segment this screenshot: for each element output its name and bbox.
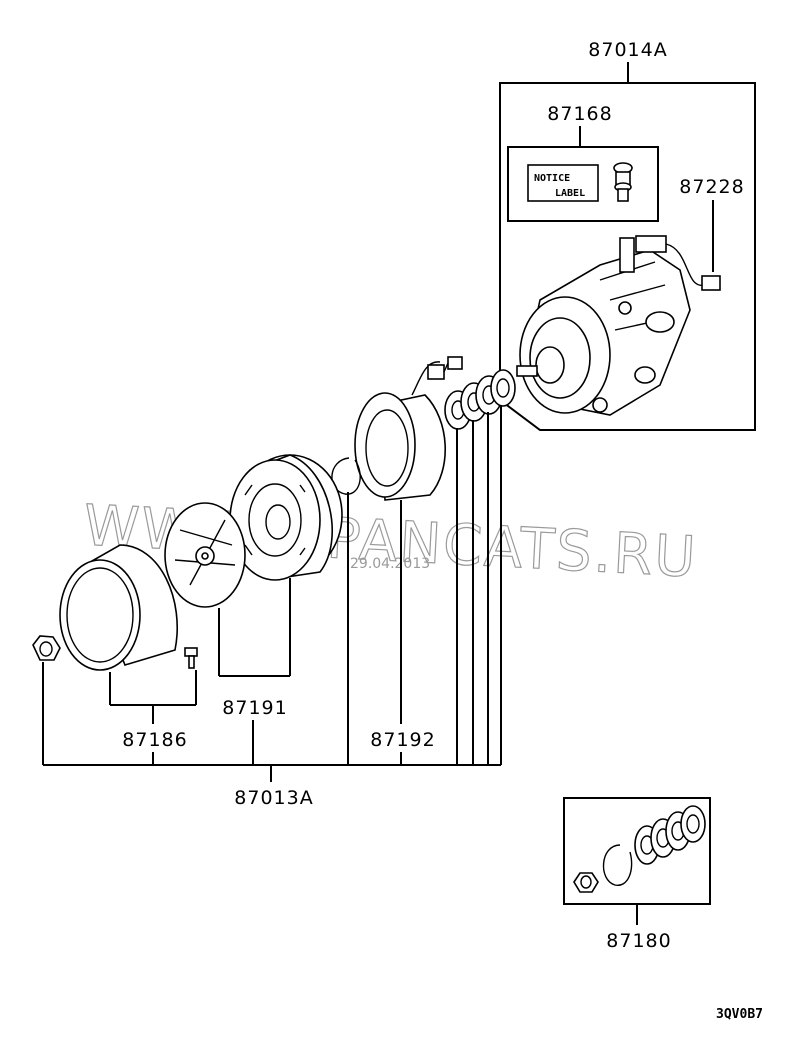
watermark-date: 29.04.2013 [350,556,430,572]
svg-text:LABEL: LABEL [555,188,585,199]
diagram-code: 3QV0B7 [716,1007,763,1022]
label-87013A: 87013A [234,787,313,809]
pulley [229,454,343,581]
hex-nut [32,635,61,661]
box-87014A [499,82,756,431]
label-87180: 87180 [606,930,671,952]
notice-label: NOTICE LABEL [527,164,599,202]
sensor-harness [635,235,721,291]
compressor-body [516,237,691,416]
screw-bolt [184,647,198,669]
kit-parts [573,805,706,893]
snap-ring [331,457,361,495]
shim-washers [444,369,516,430]
label-87192: 87192 [370,729,435,751]
box-87168 [507,146,659,222]
valve-cap-icon [613,162,633,202]
label-87168: 87168 [547,103,612,125]
label-87191: 87191 [222,697,287,719]
label-87014A: 87014A [588,39,667,61]
label-87228: 87228 [679,176,744,198]
armature-plate [164,502,246,608]
svg-text:NOTICE: NOTICE [534,173,570,184]
clutch-cover [59,544,179,671]
label-87186: 87186 [122,729,187,751]
field-coil [354,356,463,501]
